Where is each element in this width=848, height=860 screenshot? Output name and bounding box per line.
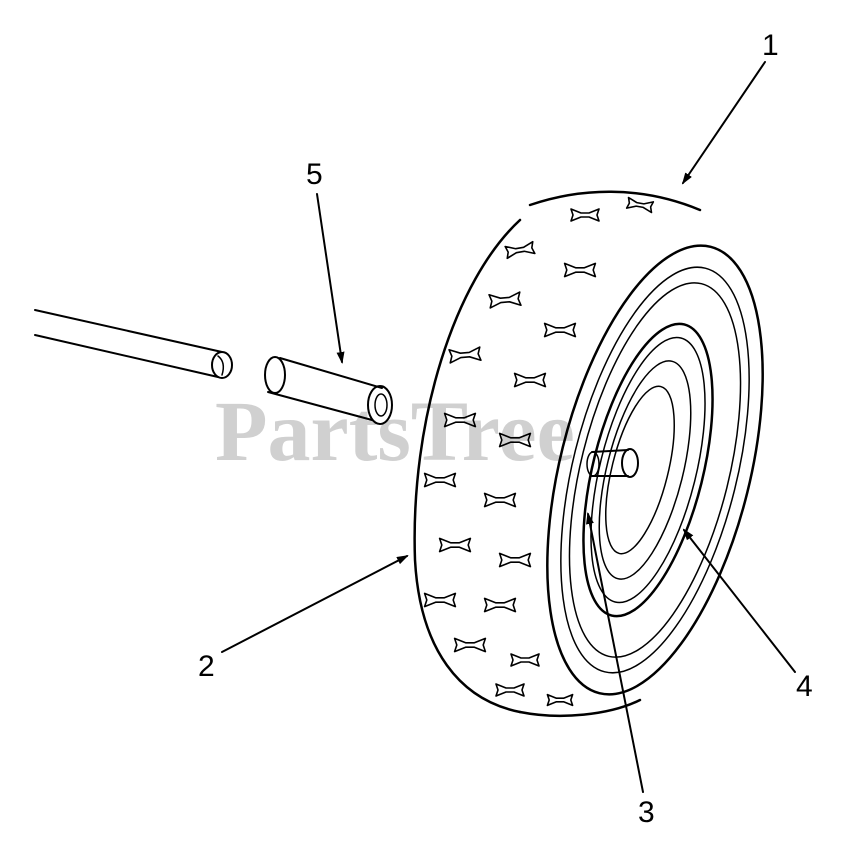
tread-lug bbox=[448, 346, 482, 364]
leader-1 bbox=[681, 61, 766, 185]
tread-lug bbox=[513, 372, 547, 388]
leader-4 bbox=[682, 528, 796, 673]
leader-5 bbox=[316, 193, 345, 364]
leader-lines bbox=[221, 61, 796, 793]
tread-lug bbox=[498, 432, 532, 448]
tire[interactable] bbox=[413, 190, 803, 718]
tread-lug bbox=[483, 492, 517, 508]
tread-lug bbox=[483, 597, 517, 613]
watermark: PartsTree bbox=[215, 383, 575, 479]
spacer-bushing[interactable] bbox=[264, 356, 393, 425]
tread-lug bbox=[625, 196, 655, 214]
tread-lug bbox=[563, 262, 597, 278]
tread-lug bbox=[488, 291, 522, 309]
tread-lug bbox=[570, 208, 600, 222]
tread-lug bbox=[504, 240, 536, 260]
tread-lug bbox=[510, 653, 540, 667]
leader-2 bbox=[221, 555, 409, 653]
tread-lug bbox=[495, 683, 525, 697]
tread-lug bbox=[543, 322, 577, 338]
tread-lug bbox=[498, 552, 532, 568]
callout-1[interactable]: 1 bbox=[762, 29, 779, 62]
callout-5[interactable]: 5 bbox=[306, 158, 323, 191]
tread-lug bbox=[443, 412, 477, 428]
callout-4[interactable]: 4 bbox=[796, 670, 813, 703]
axle[interactable] bbox=[34, 309, 233, 379]
tread-lug bbox=[546, 693, 574, 707]
leader-3 bbox=[586, 512, 644, 793]
tread-lug bbox=[453, 637, 487, 653]
tread-lug bbox=[423, 472, 457, 488]
wheel-rim[interactable] bbox=[558, 311, 737, 629]
callout-2[interactable]: 2 bbox=[198, 650, 215, 683]
tread-lug bbox=[423, 592, 457, 608]
callout-3[interactable]: 3 bbox=[638, 796, 655, 829]
tread-lug bbox=[438, 537, 472, 553]
